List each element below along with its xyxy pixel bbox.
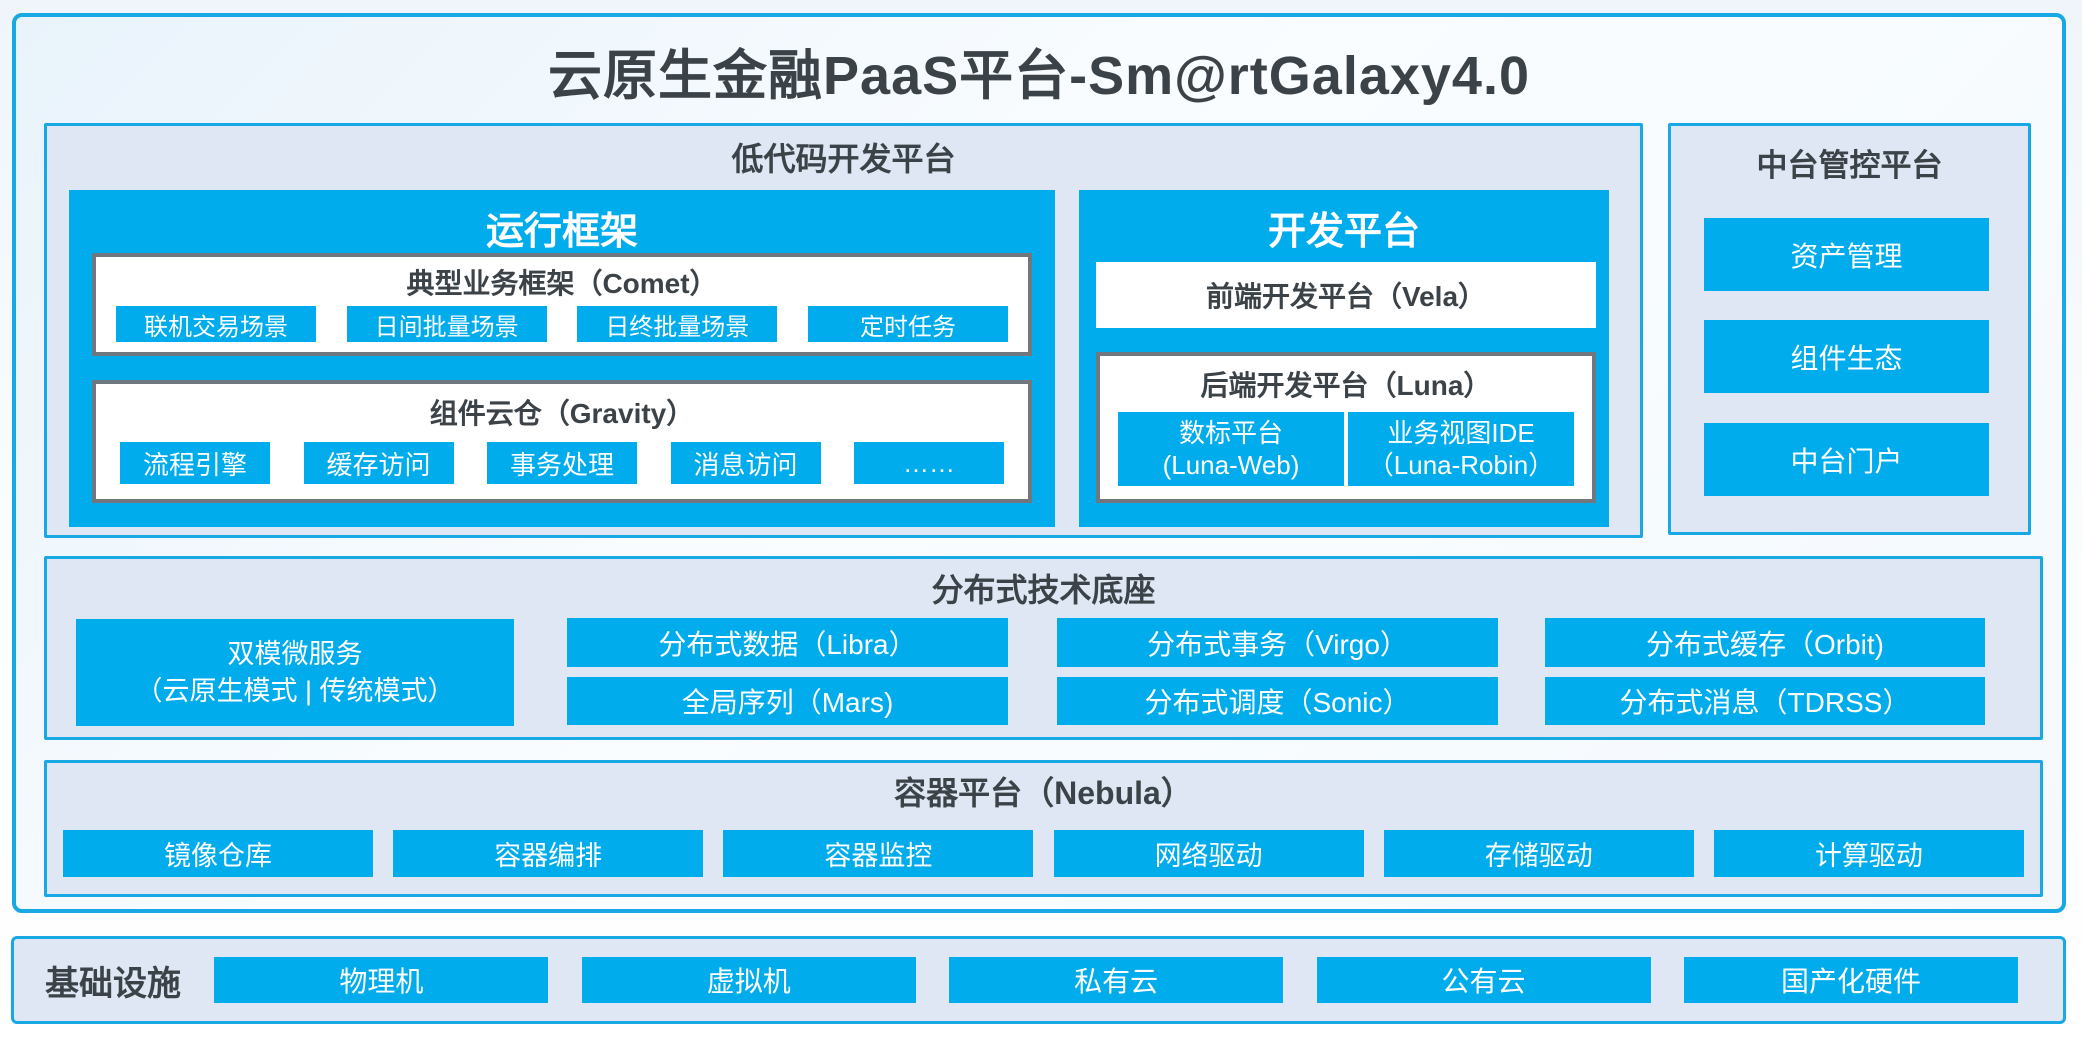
mid-portal-item: 中台门户	[1704, 423, 1989, 496]
compute-driver-item: 计算驱动	[1713, 830, 2024, 877]
orbit-cache-box: 分布式缓存（Orbit)	[1545, 618, 1985, 667]
container-orchestration-item: 容器编排	[393, 830, 704, 877]
image-registry-item: 镜像仓库	[63, 830, 373, 877]
gravity-item: 缓存访问	[303, 442, 454, 484]
comet-framework-box: 典型业务框架（Comet） 联机交易场景 日间批量场景 日终批量场景 定时任务	[92, 253, 1032, 356]
distributed-base-panel: 分布式技术底座 双模微服务 （云原生模式 | 传统模式） 分布式数据（Libra…	[44, 556, 2043, 740]
virgo-transaction-box: 分布式事务（Virgo）	[1057, 618, 1498, 667]
gravity-item-ellipsis: ……	[854, 442, 1004, 484]
tdrss-message-box: 分布式消息（TDRSS）	[1545, 677, 1985, 725]
main-container: 云原生金融PaaS平台-Sm@rtGalaxy4.0 低代码开发平台 运行框架 …	[12, 13, 2066, 913]
dual-mode-line1: 双模微服务	[227, 639, 363, 670]
libra-data-box: 分布式数据（Libra）	[567, 618, 1008, 667]
luna-backend-title: 后端开发平台（Luna）	[1200, 370, 1492, 401]
public-cloud-item: 公有云	[1316, 957, 1651, 1003]
comet-framework-title: 典型业务框架（Comet）	[406, 268, 718, 299]
component-ecosystem-item: 组件生态	[1704, 320, 1989, 393]
runtime-framework-title: 运行框架	[485, 211, 638, 253]
dev-platform-panel: 开发平台 前端开发平台（Vela） 后端开发平台（Luna） 数标平台 (Lun…	[1079, 190, 1609, 527]
luna-web-line1: 数标平台	[1178, 417, 1283, 448]
domestic-hardware-item: 国产化硬件	[1683, 957, 2018, 1003]
lowcode-platform-title: 低代码开发平台	[731, 141, 956, 177]
infrastructure-title: 基础设施	[45, 964, 181, 1003]
physical-machine-item: 物理机	[214, 957, 549, 1003]
lowcode-platform-panel: 低代码开发平台 运行框架 典型业务框架（Comet） 联机交易场景 日间批量场景…	[44, 123, 1643, 538]
asset-management-item: 资产管理	[1704, 218, 1989, 291]
luna-web-line2: (Luna-Web)	[1162, 450, 1300, 480]
luna-items-row: 数标平台 (Luna-Web) 业务视图IDE （Luna-Robin）	[1100, 412, 1592, 486]
storage-driver-item: 存储驱动	[1383, 830, 1694, 877]
sonic-scheduling-box: 分布式调度（Sonic）	[1057, 677, 1498, 725]
luna-backend-box: 后端开发平台（Luna） 数标平台 (Luna-Web) 业务视图IDE （Lu…	[1096, 352, 1596, 503]
comet-item: 定时任务	[807, 306, 1008, 342]
gravity-item: 流程引擎	[120, 442, 270, 484]
comet-item: 日终批量场景	[577, 306, 778, 342]
gravity-items-row: 流程引擎 缓存访问 事务处理 消息访问 ……	[96, 442, 1028, 484]
container-platform-panel: 容器平台（Nebula） 镜像仓库 容器编排 容器监控 网络驱动 存储驱动 计算…	[44, 760, 2043, 897]
mid-platform-title: 中台管控平台	[1756, 148, 1943, 183]
luna-robin-item: 业务视图IDE （Luna-Robin）	[1348, 412, 1574, 486]
luna-robin-line1: 业务视图IDE	[1387, 417, 1535, 448]
gravity-warehouse-box: 组件云仓（Gravity） 流程引擎 缓存访问 事务处理 消息访问 ……	[92, 380, 1032, 503]
virtual-machine-item: 虚拟机	[581, 957, 916, 1003]
infrastructure-panel: 基础设施 物理机 虚拟机 私有云 公有云 国产化硬件	[11, 936, 2066, 1024]
luna-robin-line2: （Luna-Robin）	[1367, 450, 1555, 480]
page-title: 云原生金融PaaS平台-Sm@rtGalaxy4.0	[548, 46, 1530, 106]
container-platform-title: 容器平台（Nebula）	[894, 775, 1193, 811]
gravity-warehouse-title: 组件云仓（Gravity）	[429, 398, 695, 429]
mars-sequence-box: 全局序列（Mars)	[567, 677, 1008, 725]
distributed-base-title: 分布式技术底座	[931, 572, 1156, 608]
gravity-item: 消息访问	[670, 442, 821, 484]
mid-platform-panel: 中台管控平台 资产管理 组件生态 中台门户	[1668, 123, 2031, 535]
luna-web-item: 数标平台 (Luna-Web)	[1118, 412, 1344, 486]
container-monitoring-item: 容器监控	[723, 830, 1034, 877]
network-driver-item: 网络驱动	[1053, 830, 1364, 877]
private-cloud-item: 私有云	[949, 957, 1284, 1003]
dual-mode-line2: （云原生模式 | 传统模式）	[135, 675, 455, 706]
dev-platform-title: 开发平台	[1267, 211, 1420, 253]
comet-item: 日间批量场景	[346, 306, 547, 342]
comet-item: 联机交易场景	[116, 306, 316, 342]
dual-mode-microservice-box: 双模微服务 （云原生模式 | 传统模式）	[76, 619, 514, 726]
runtime-framework-panel: 运行框架 典型业务框架（Comet） 联机交易场景 日间批量场景 日终批量场景 …	[69, 190, 1055, 527]
container-items-row: 镜像仓库 容器编排 容器监控 网络驱动 存储驱动 计算驱动	[47, 830, 2040, 877]
infrastructure-row: 基础设施 物理机 虚拟机 私有云 公有云 国产化硬件	[14, 939, 2063, 1021]
gravity-item: 事务处理	[487, 442, 637, 484]
comet-items-row: 联机交易场景 日间批量场景 日终批量场景 定时任务	[96, 306, 1028, 342]
vela-frontend-box: 前端开发平台（Vela）	[1096, 262, 1596, 328]
